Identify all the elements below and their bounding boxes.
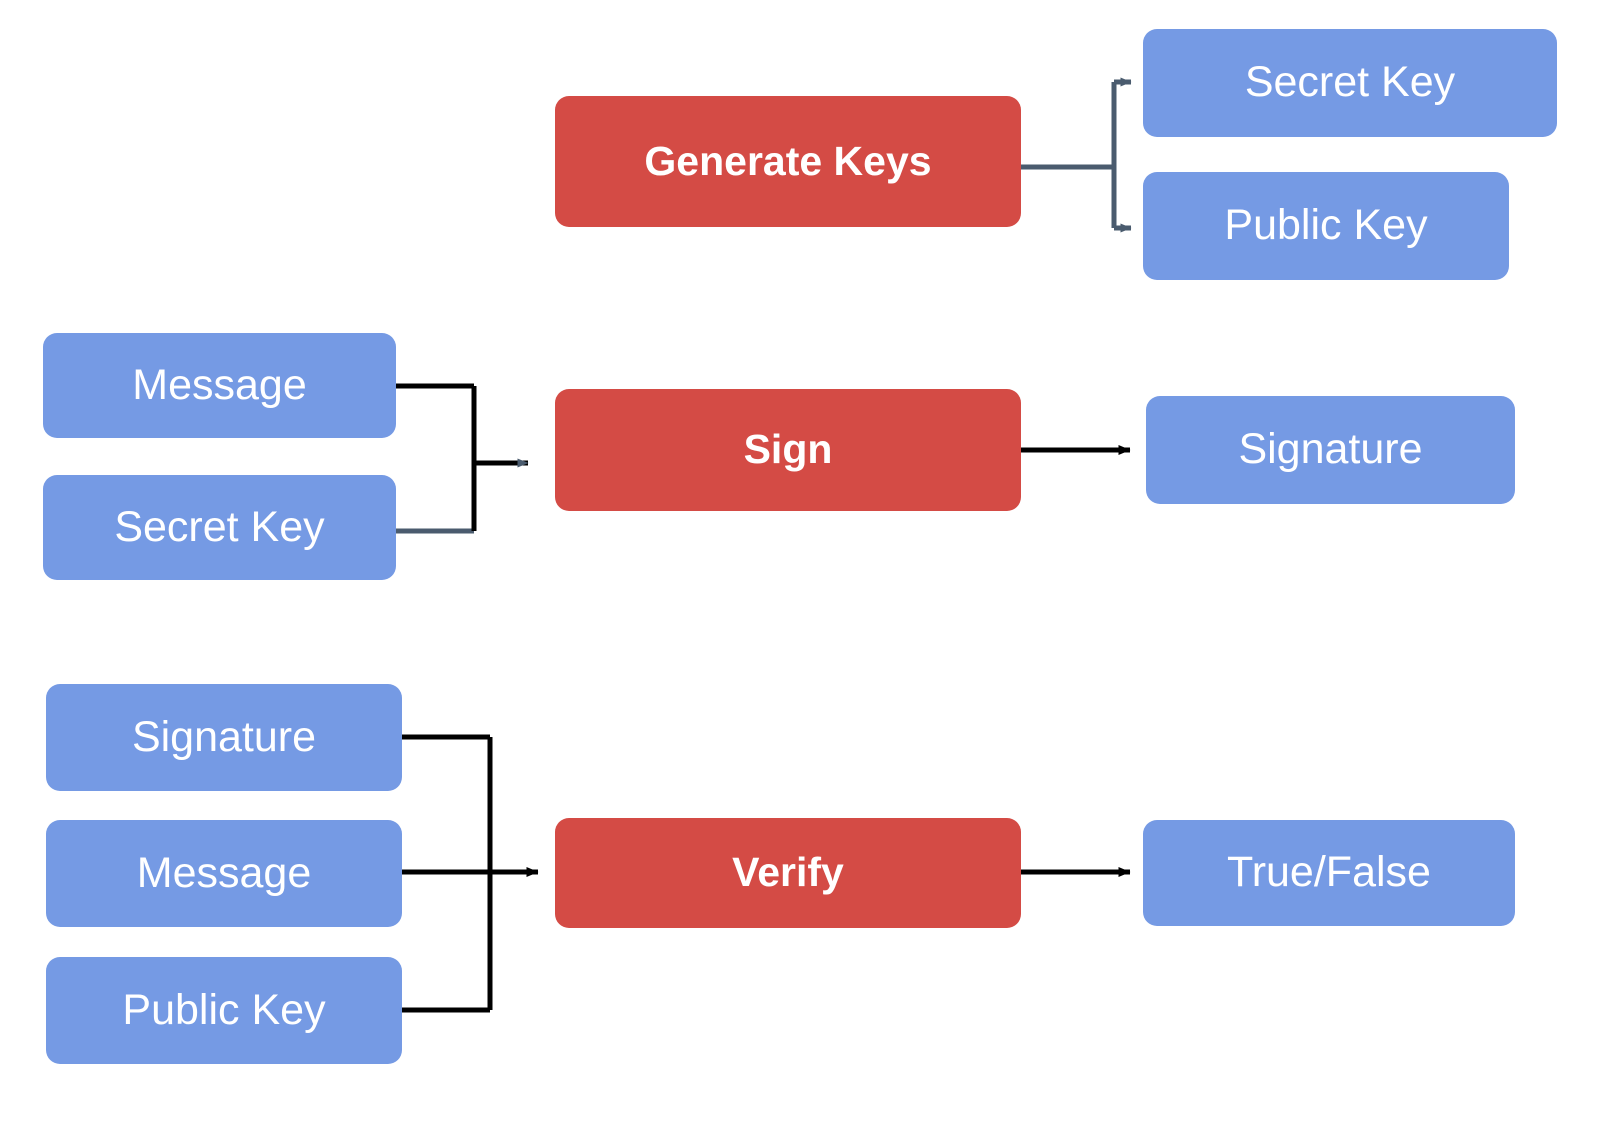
operation-sign-label: Sign — [743, 426, 833, 473]
operation-sign[interactable]: Sign — [555, 389, 1021, 511]
operation-generate-keys-label: Generate Keys — [644, 137, 932, 184]
data-signature-output[interactable]: Signature — [1146, 396, 1515, 504]
data-secret-key-output-label: Secret Key — [1244, 58, 1456, 107]
data-secret-key-sign-input-label: Secret Key — [114, 502, 325, 551]
data-secret-key-output[interactable]: Secret Key — [1143, 29, 1557, 137]
data-signature-verify-input-label: Signature — [131, 712, 317, 761]
operation-generate-keys[interactable]: Generate Keys — [555, 96, 1021, 227]
data-public-key-verify-input-label: Public Key — [122, 985, 326, 1034]
data-message-verify-input-label: Message — [136, 848, 312, 897]
data-message-sign-input-label: Message — [132, 360, 307, 409]
data-secret-key-sign-input[interactable]: Secret Key — [43, 475, 396, 580]
edge-verify-inputs — [402, 734, 539, 1013]
operation-verify[interactable]: Verify — [555, 818, 1021, 928]
edge-sign-inputs — [396, 383, 529, 534]
operation-verify-label: Verify — [732, 849, 844, 896]
data-true-false-output-label: True/False — [1227, 848, 1431, 897]
data-signature-output-label: Signature — [1238, 425, 1423, 474]
data-true-false-output[interactable]: True/False — [1143, 820, 1515, 926]
data-signature-verify-input[interactable]: Signature — [46, 684, 402, 791]
data-message-verify-input[interactable]: Message — [46, 820, 402, 927]
edge-generate-keys-fanout — [1020, 77, 1132, 233]
data-public-key-output-label: Public Key — [1224, 201, 1428, 250]
data-public-key-verify-input[interactable]: Public Key — [46, 957, 402, 1064]
data-public-key-output[interactable]: Public Key — [1143, 172, 1509, 280]
data-message-sign-input[interactable]: Message — [43, 333, 396, 438]
